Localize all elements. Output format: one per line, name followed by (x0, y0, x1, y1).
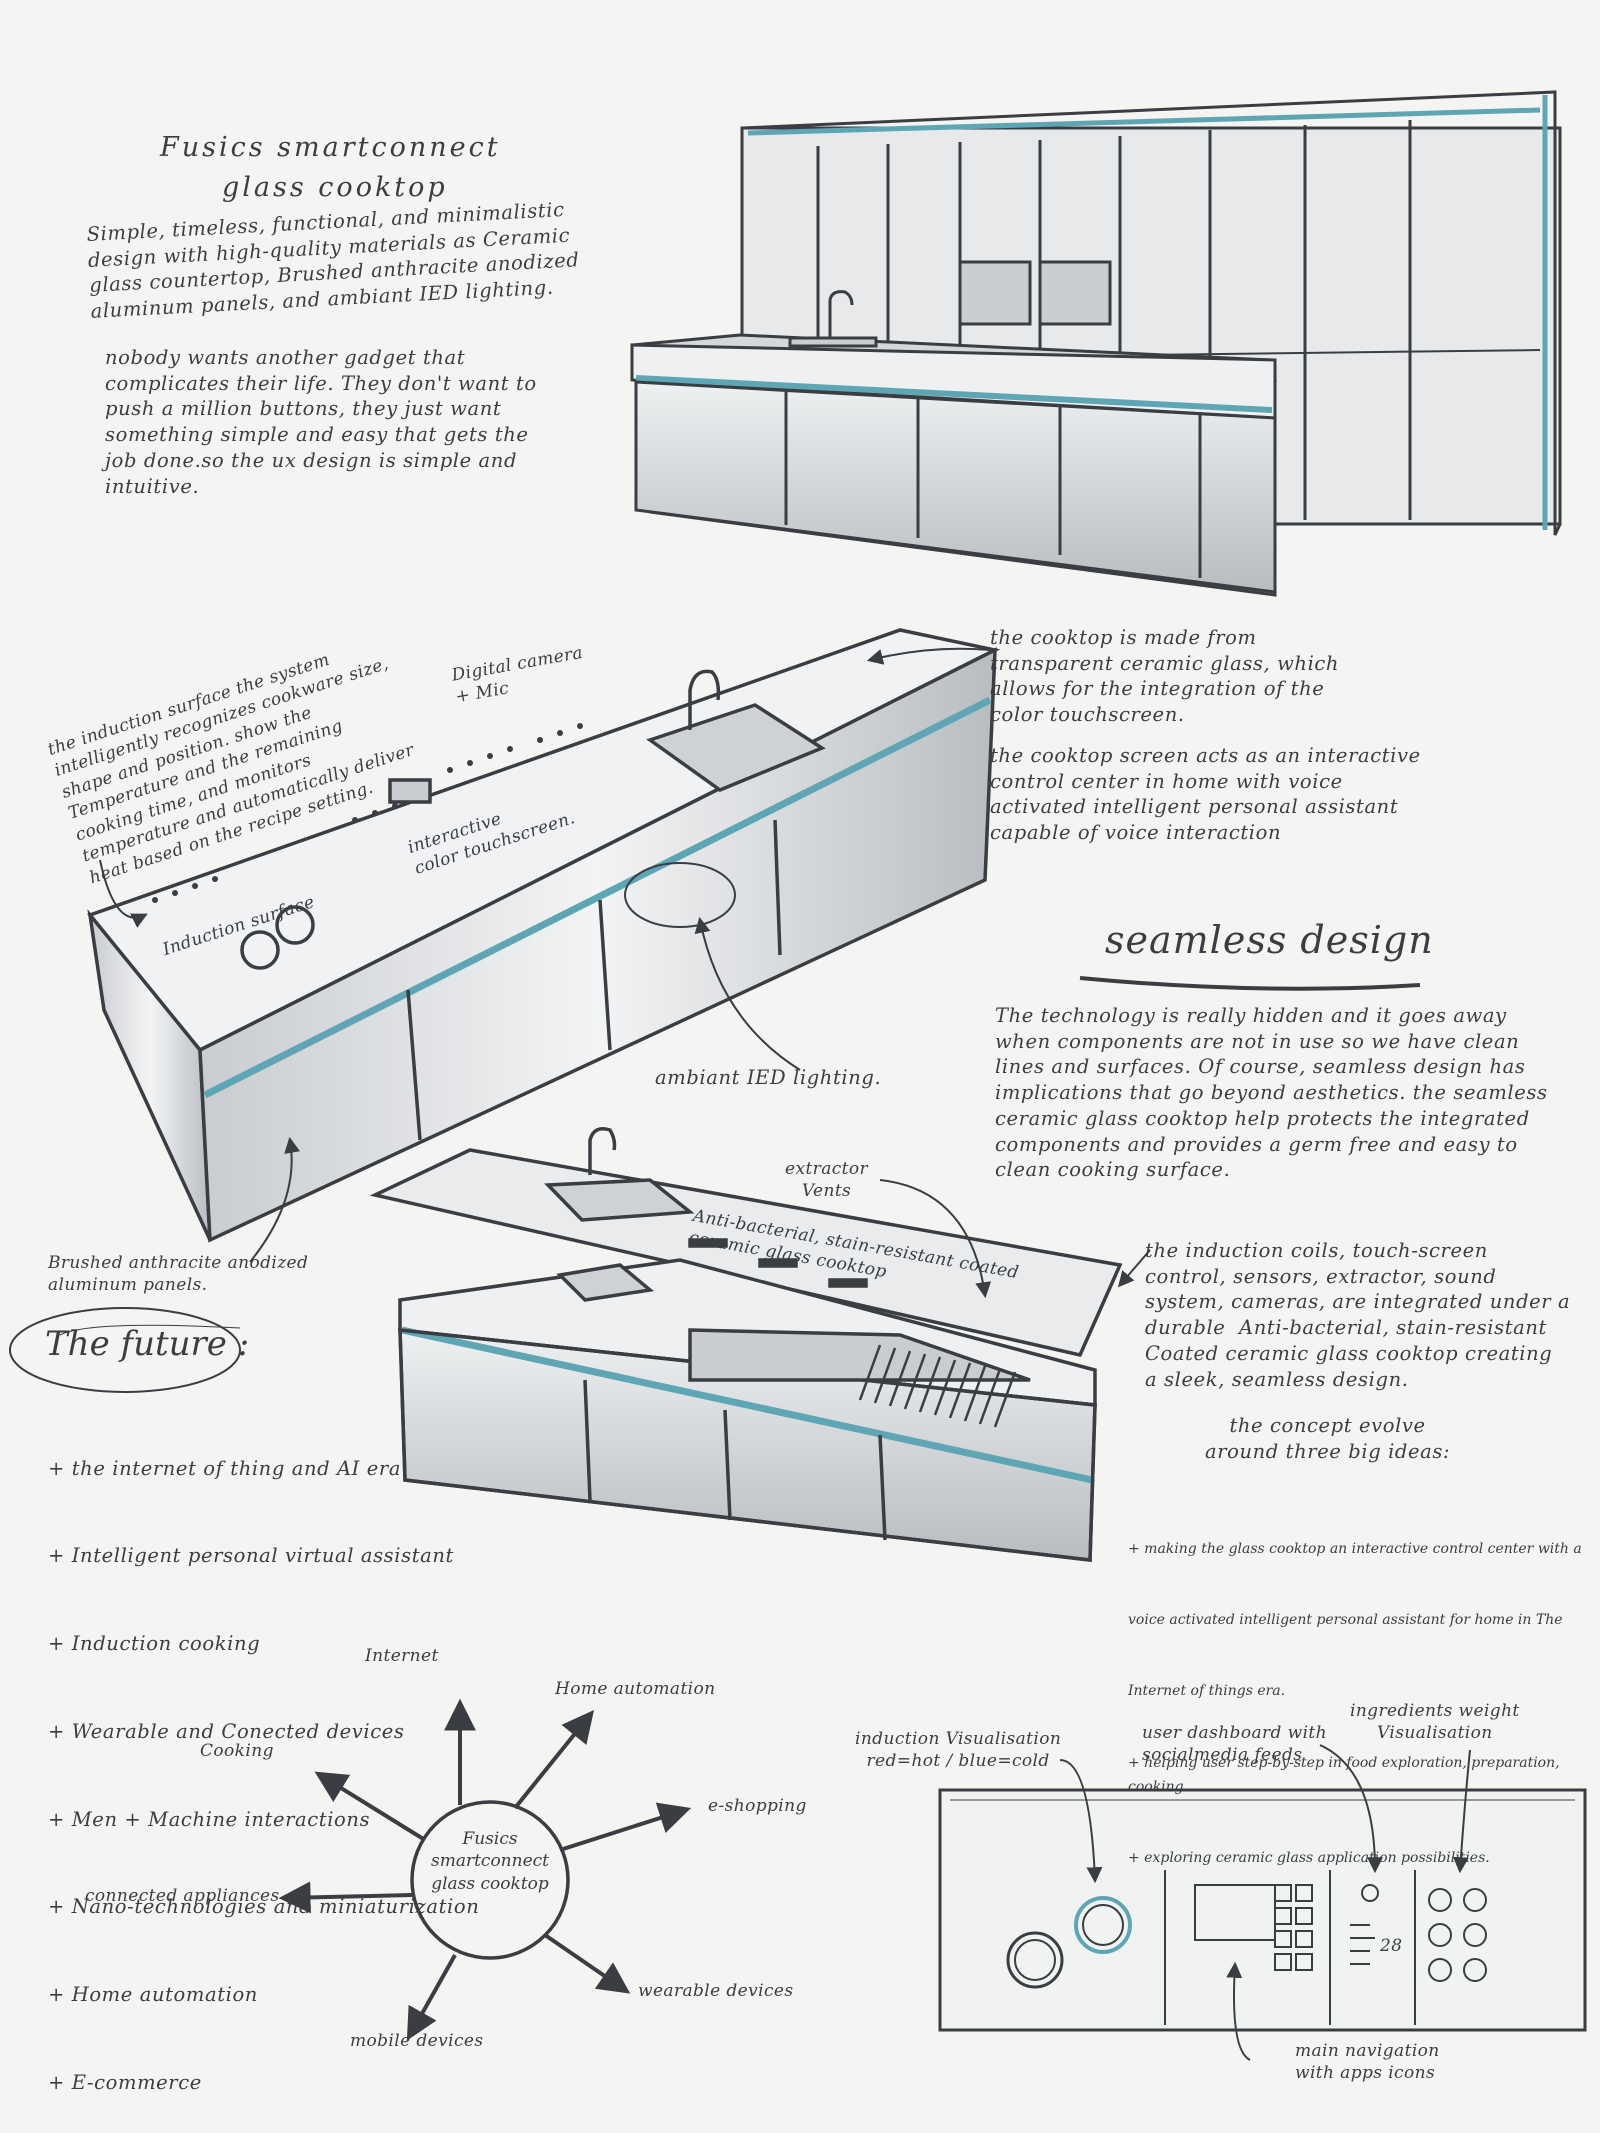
kitchen-island-middle (87, 628, 1001, 1243)
mindmap-branch-internet: Internet (365, 1646, 439, 1666)
future-item: + E-commerce (48, 2070, 202, 2094)
label-ambiant-lighting: ambiant IED lighting. (655, 1066, 882, 1089)
concept-idea: + helping user step-by-step in food expl… (1128, 1754, 1565, 1795)
mindmap-branch-cooking: Cooking (200, 1741, 274, 1761)
kitchen-island-top (630, 290, 1277, 597)
ui-label-ingredients-weight: ingredients weight Visualisation (1350, 1701, 1520, 1744)
page-title-line2: glass cooktop (222, 172, 448, 203)
mindmap-center: Fusics smartconnect glass cooktop (430, 1829, 549, 1894)
induction-vent-dots (152, 723, 583, 903)
ux-note: nobody wants another gadget that complic… (105, 346, 537, 498)
seamless-design-heading: seamless design (1105, 918, 1434, 962)
ui-label-user-dashboard: user dashboard with socialmedia feeds (1142, 1723, 1327, 1766)
kitchen-island-exploded (369, 1127, 1123, 1562)
annotation-arrows (9, 647, 1421, 1393)
future-item: + Induction cooking (48, 1632, 261, 1655)
concept-idea: + exploring ceramic glass application po… (1128, 1849, 1490, 1866)
mindmap-branch-mobile-devices: mobile devices (350, 2031, 484, 2051)
concept-idea: Internet of things era. (1128, 1683, 1286, 1700)
page-title-line1: Fusics smartconnect (160, 132, 501, 163)
future-item: + Intelligent personal virtual assistant (48, 1544, 454, 1568)
future-item: + Home automation (48, 1983, 258, 2006)
concept-idea: voice activated intelligent personal ass… (1128, 1611, 1563, 1628)
ui-weight-value: 28 (1380, 1936, 1403, 1956)
future-item: + Wearable and Conected devices (48, 1719, 405, 1743)
label-extractor-vents: extractor Vents (785, 1159, 869, 1202)
concept-heading: the concept evolve around three big idea… (1205, 1414, 1451, 1463)
mindmap-branch-e-shopping: e-shopping (708, 1796, 807, 1816)
cooktop-note-1: the cooktop is made from transparent cer… (990, 626, 1340, 727)
seamless-design-body: The technology is really hidden and it g… (995, 1004, 1548, 1182)
mindmap-diagram (278, 1698, 692, 2041)
mindmap-branch-connected-appliances: connected appliances (85, 1886, 280, 1906)
cooktop-note-2: the cooktop screen acts as an interactiv… (990, 744, 1421, 845)
concept-ideas: + making the glass cooktop an interactiv… (1128, 1490, 1600, 1895)
future-item: + the internet of thing and AI era (48, 1456, 402, 1480)
future-item: + Nano-technologies and miniaturization (48, 1895, 480, 1919)
ui-label-induction-visualisation: induction Visualisation red=hot / blue=c… (855, 1729, 1062, 1772)
concept-idea: + making the glass cooktop an interactiv… (1128, 1540, 1582, 1557)
ui-label-main-navigation: main navigation with apps icons (1295, 2041, 1440, 2084)
future-item: + Men + Machine interactions (48, 1807, 371, 1831)
mindmap-branch-wearable-devices: wearable devices (638, 1981, 794, 2001)
ui-touchscreen-sketch (938, 1744, 1587, 2061)
components-note: the induction coils, touch-screen contro… (1145, 1239, 1571, 1391)
mindmap-branch-home-automation: Home automation (555, 1679, 716, 1699)
future-list: + the internet of thing and AI era + Int… (48, 1395, 479, 2126)
label-brushed-panels: Brushed anthracite anodized aluminum pan… (48, 1253, 309, 1296)
future-heading: The future : (45, 1324, 250, 1364)
